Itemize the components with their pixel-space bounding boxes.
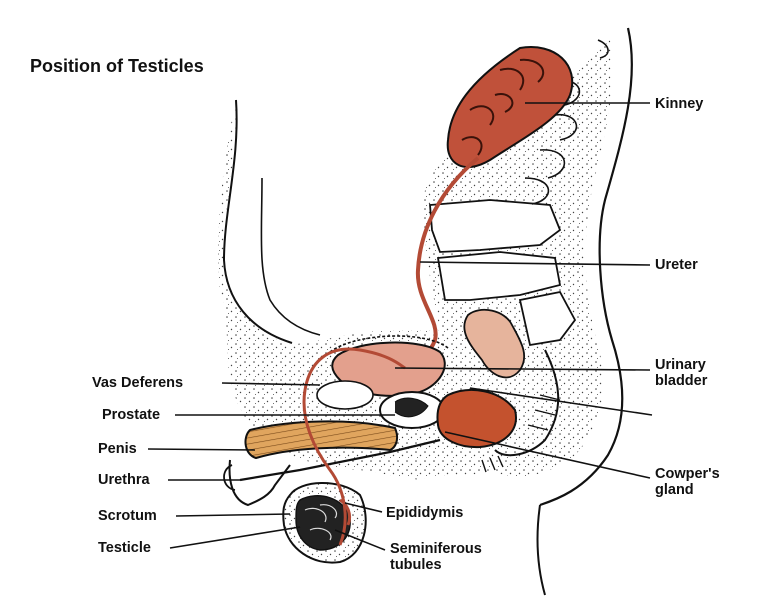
bladder-wall bbox=[329, 335, 449, 353]
diagram-title: Position of Testicles bbox=[30, 56, 204, 76]
vas-deferens bbox=[302, 347, 406, 546]
label-urinary-bladder: Urinary bladder bbox=[655, 357, 707, 389]
bowel-loop bbox=[316, 380, 374, 410]
label-seminiferous-line1: Seminiferous bbox=[390, 541, 482, 557]
leader-scrotum bbox=[175, 513, 291, 517]
seminiferous-pattern bbox=[304, 504, 338, 541]
front-outline bbox=[222, 99, 293, 344]
gland-bristles bbox=[481, 455, 504, 473]
label-prostate: Prostate bbox=[102, 407, 161, 423]
front-inner-outline bbox=[260, 177, 321, 336]
rib-curl-5 bbox=[524, 177, 550, 205]
vertebral-column bbox=[429, 199, 562, 253]
label-cowpers-gland: Cowper's gland bbox=[655, 466, 720, 498]
label-urethra: Urethra bbox=[98, 472, 150, 488]
rectum bbox=[463, 308, 525, 379]
label-vas-deferens: Vas Deferens bbox=[92, 375, 184, 391]
urethra-tube bbox=[239, 438, 441, 482]
sacrum bbox=[494, 349, 560, 457]
label-ureter: Ureter bbox=[655, 257, 698, 273]
rib-curl-4 bbox=[539, 149, 566, 179]
leader-testicle bbox=[169, 526, 301, 549]
vertebra-3 bbox=[518, 290, 577, 347]
label-testicle: Testicle bbox=[98, 540, 151, 556]
penis-shaft bbox=[244, 420, 399, 460]
glans bbox=[223, 464, 236, 491]
testicle bbox=[295, 495, 351, 551]
rib-curl-3 bbox=[554, 114, 578, 141]
label-scrotum: Scrotum bbox=[98, 508, 157, 524]
leader-bladder bbox=[394, 367, 651, 371]
leader-cowpers bbox=[444, 431, 651, 479]
back-outline bbox=[539, 27, 633, 507]
leader-epididymis bbox=[344, 502, 383, 513]
rib-curl-1 bbox=[597, 39, 609, 59]
leader-pelvic bbox=[469, 387, 653, 416]
leader-vas-deferens bbox=[221, 382, 321, 386]
leader-seminiferous bbox=[334, 529, 386, 551]
buttock-outline bbox=[536, 504, 546, 596]
label-cowpers-line1: Cowper's bbox=[655, 466, 720, 482]
label-urinary-bladder-line2: bladder bbox=[655, 373, 708, 389]
label-seminiferous-line2: tubules bbox=[390, 557, 442, 573]
leader-penis bbox=[147, 448, 256, 451]
cowpers-gland bbox=[436, 389, 517, 449]
label-seminiferous-tubules: Seminiferous tubules bbox=[390, 541, 482, 573]
kidney-pattern bbox=[461, 58, 545, 156]
leader-ureter bbox=[419, 261, 651, 266]
label-penis: Penis bbox=[98, 441, 137, 457]
prostate-inner bbox=[394, 397, 429, 418]
label-urinary-bladder-line1: Urinary bbox=[655, 357, 706, 373]
penis-outline bbox=[228, 459, 291, 507]
epididymis bbox=[339, 498, 352, 526]
label-kinney: Kinney bbox=[655, 96, 704, 112]
coccyx bbox=[527, 394, 561, 431]
label-epididymis: Epididymis bbox=[386, 505, 464, 521]
label-cowpers-line2: gland bbox=[655, 482, 694, 498]
